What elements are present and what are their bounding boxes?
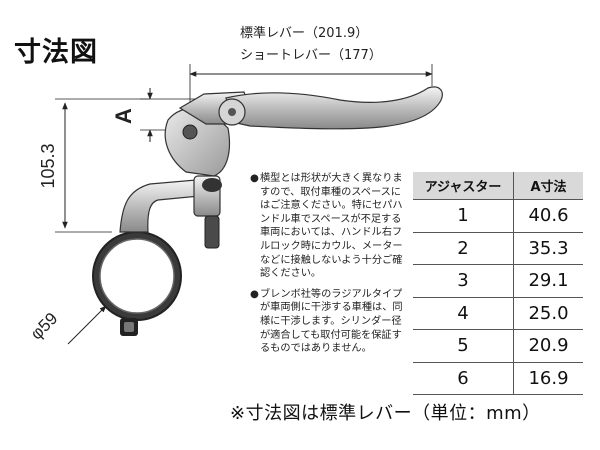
lever-standard-label: 標準レバー（201.9） — [240, 26, 369, 41]
note-item: ●横型とは形状が大きく異なりますので、取付車種のスペースにはご注意ください。特に… — [250, 172, 410, 281]
height-dimension: 105.3 — [38, 98, 150, 233]
header-adjuster: アジャスター — [413, 172, 514, 200]
footer-note: ※寸法図は標準レバー（単位：mm） — [230, 403, 541, 424]
note-text: 横型とは形状が大きく異なりますので、取付車種のスペースにはご注意ください。特にセ… — [260, 173, 403, 280]
a-value-cell: 29.1 — [513, 264, 583, 298]
a-value-cell: 16.9 — [513, 362, 583, 395]
bullet-icon: ● — [250, 173, 259, 184]
adjuster-cell: 3 — [413, 264, 514, 298]
height-label: 105.3 — [38, 143, 58, 188]
a-value-cell: 25.0 — [513, 297, 583, 330]
brake-lever-drawing — [92, 86, 443, 336]
bullet-icon: ● — [250, 288, 259, 300]
adjuster-cell: 2 — [413, 232, 514, 265]
note-text: ブレンボ社等のラジアルタイプが車両側に干渉する車種は、同様に干渉します。シリンダ… — [260, 288, 403, 355]
diameter-dimension: φ59 — [27, 305, 107, 345]
lever-short-label: ショートレバー（177） — [240, 48, 382, 63]
header-a-dimension: A寸法 — [513, 172, 583, 200]
diameter-label: φ59 — [27, 309, 62, 344]
a-value-cell: 20.9 — [513, 329, 583, 363]
adjuster-cell: 5 — [413, 329, 514, 363]
note-item: ●ブレンボ社等のラジアルタイプが車両側に干渉する車種は、同様に干渉します。シリン… — [250, 288, 410, 356]
a-label: A — [111, 108, 136, 124]
adjuster-cell: 6 — [413, 362, 514, 395]
a-value-cell: 40.6 — [513, 199, 583, 233]
adjuster-cell: 4 — [413, 297, 514, 330]
table-header-row: アジャスター A寸法 — [413, 172, 583, 200]
page-title: 寸法図 — [14, 37, 98, 68]
notes: ●横型とは形状が大きく異なりますので、取付車種のスペースにはご注意ください。特に… — [250, 172, 410, 363]
adjuster-cell: 1 — [413, 199, 514, 233]
a-value-cell: 35.3 — [513, 232, 583, 265]
